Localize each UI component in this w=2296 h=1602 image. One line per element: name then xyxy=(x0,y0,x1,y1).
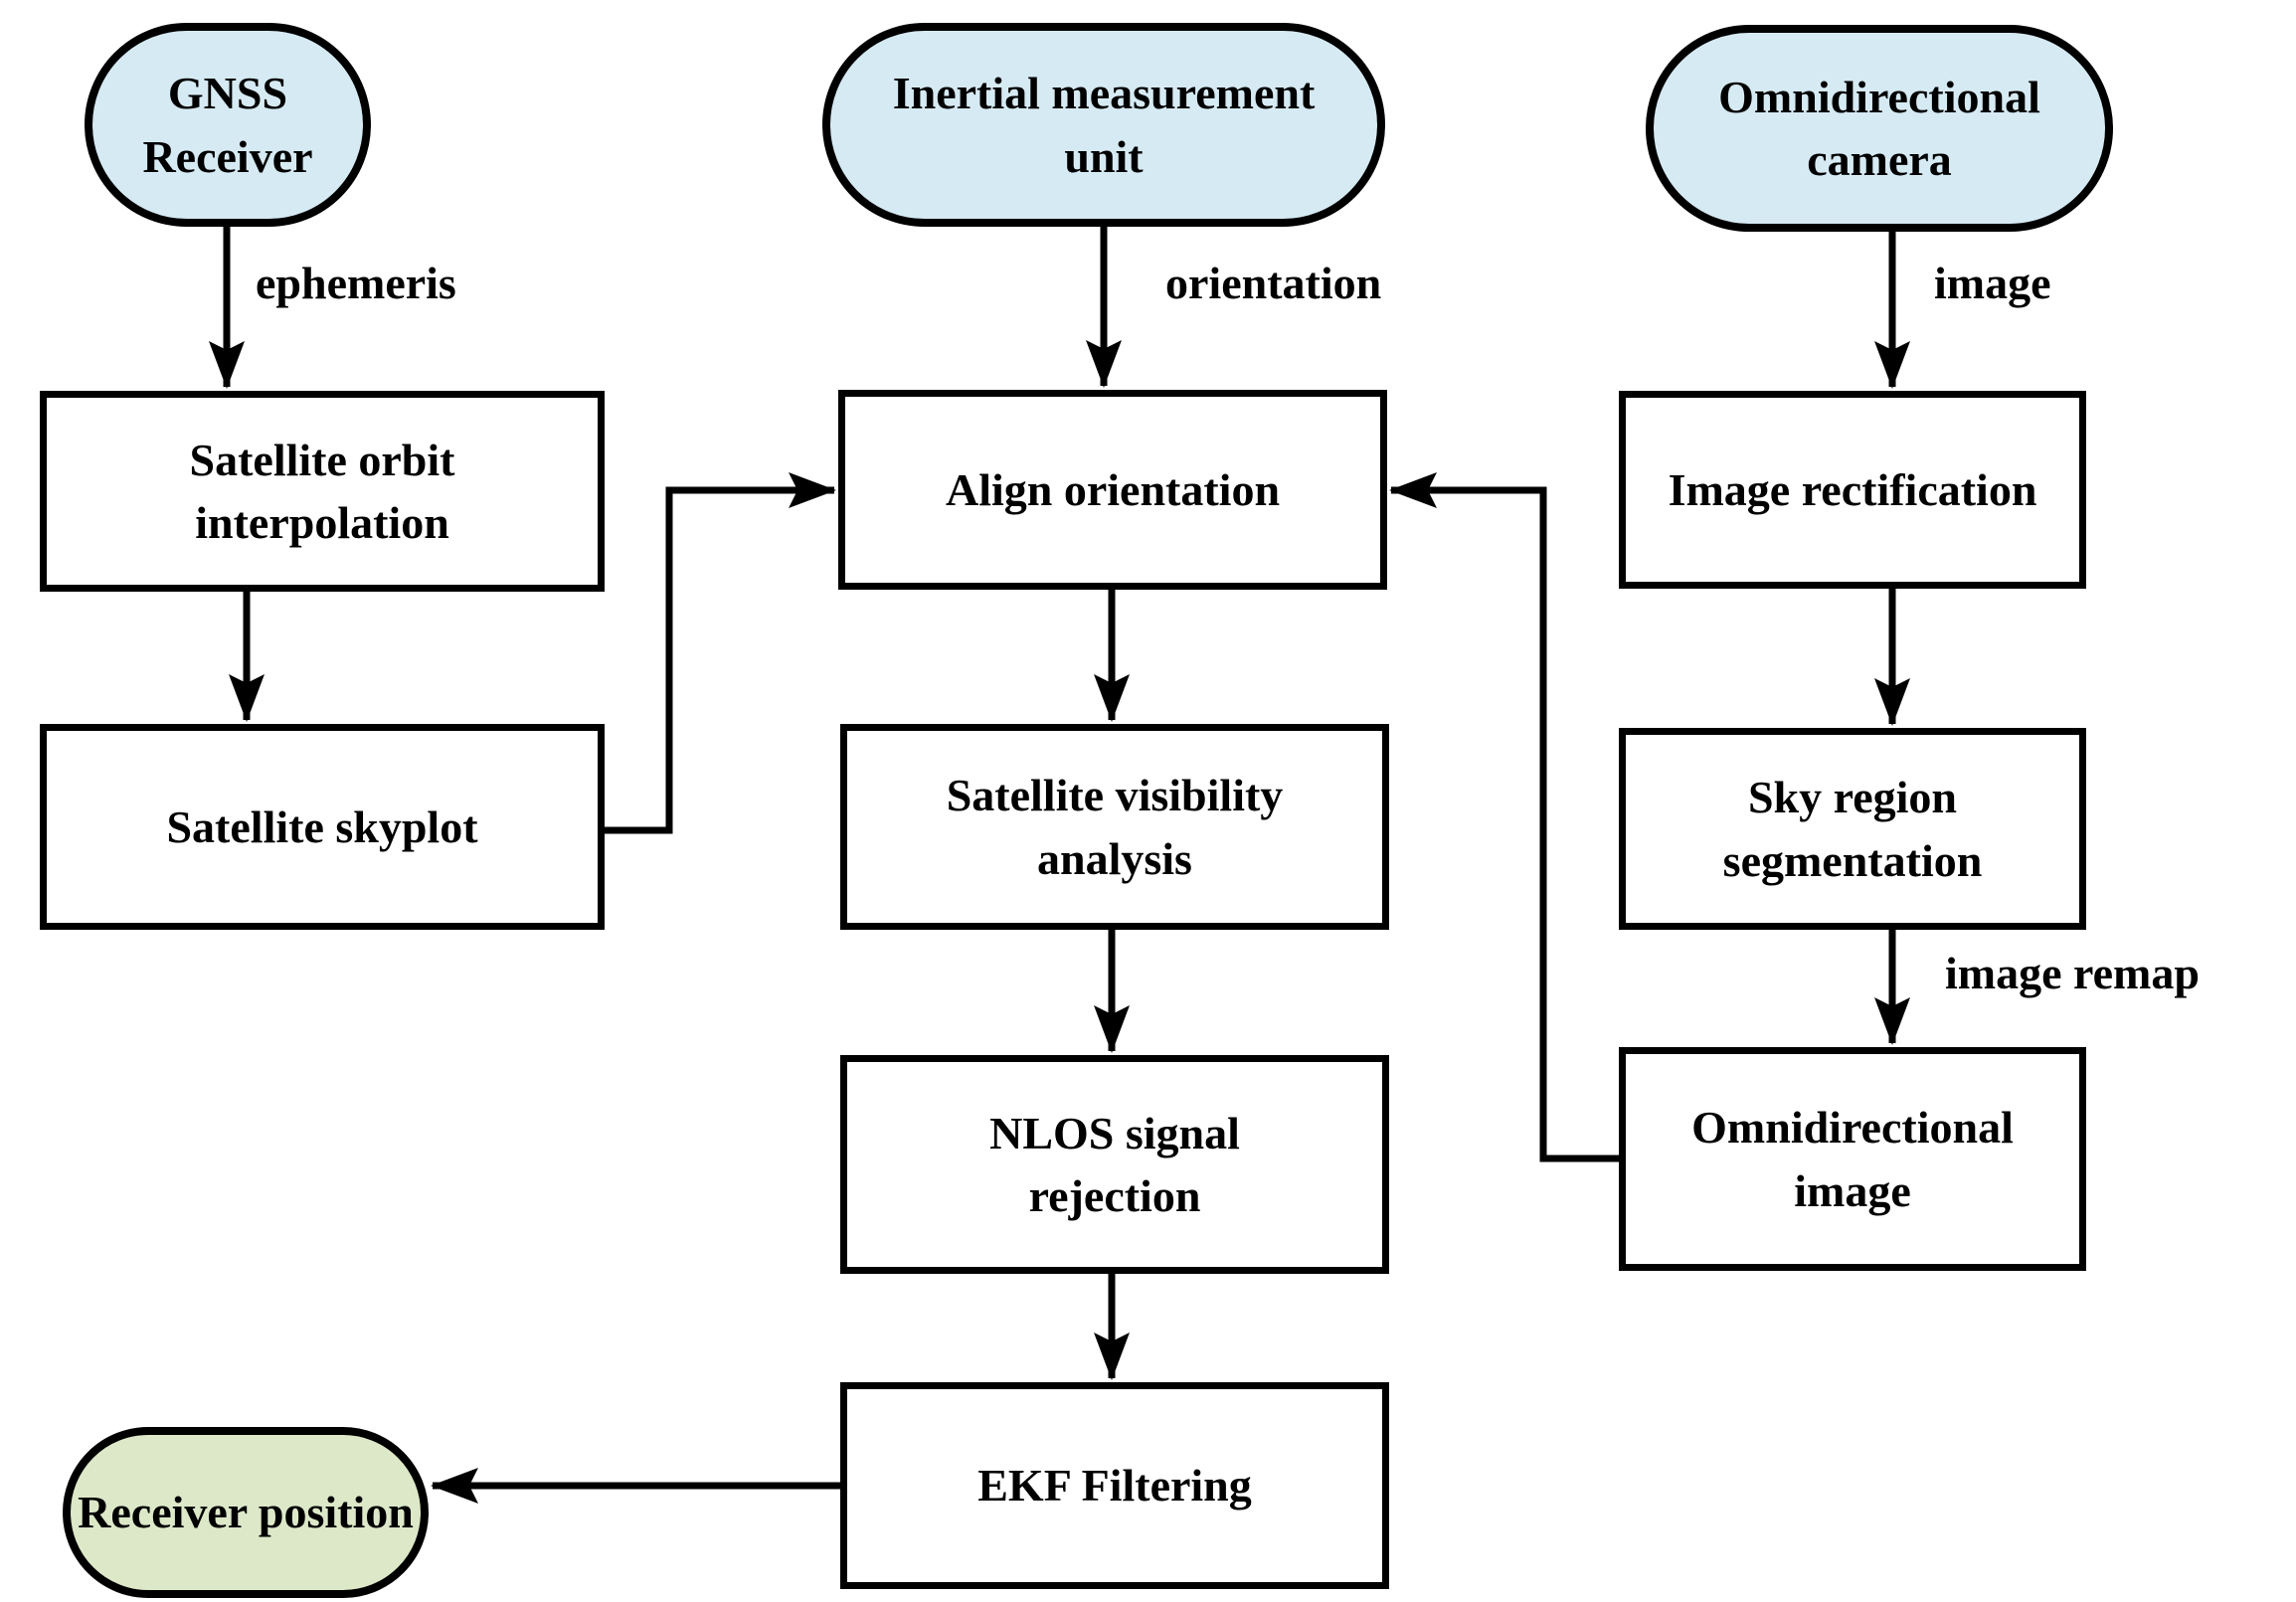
node-satellite-visibility-analysis-label: Satellite visibility analysis xyxy=(946,770,1284,884)
node-nlos-signal-rejection: NLOS signal rejection xyxy=(840,1055,1389,1274)
node-omnidirectional-image-label: Omnidirectional image xyxy=(1691,1102,2014,1216)
node-satellite-visibility-analysis: Satellite visibility analysis xyxy=(840,724,1389,930)
node-satellite-orbit-interpolation: Satellite orbit interpolation xyxy=(40,391,605,592)
node-receiver-position-label: Receiver position xyxy=(78,1487,414,1538)
node-ekf-filtering-label: EKF Filtering xyxy=(977,1460,1252,1512)
node-gnss-receiver: GNSS Receiver xyxy=(85,23,371,227)
node-inertial-measurement-unit-label: Inertial measurement unit xyxy=(892,68,1316,182)
edge-label-image-remap: image remap xyxy=(1945,948,2200,998)
node-nlos-signal-rejection-label: NLOS signal rejection xyxy=(989,1107,1240,1221)
node-satellite-orbit-interpolation-label: Satellite orbit interpolation xyxy=(189,434,455,548)
edge-label-image: image xyxy=(1934,258,2051,308)
edge-label-ephemeris: ephemeris xyxy=(256,258,456,308)
node-align-orientation-label: Align orientation xyxy=(945,463,1281,515)
node-omnidirectional-image: Omnidirectional image xyxy=(1619,1047,2086,1271)
edge-label-orientation: orientation xyxy=(1165,258,1382,308)
connector-skyplot-to-align xyxy=(605,472,836,834)
node-receiver-position: Receiver position xyxy=(63,1427,429,1598)
node-ekf-filtering: EKF Filtering xyxy=(840,1382,1389,1589)
node-sky-region-segmentation-label: Sky region segmentation xyxy=(1722,772,1983,886)
node-gnss-receiver-label: GNSS Receiver xyxy=(142,68,313,182)
node-omnidirectional-camera-label: Omnidirectional camera xyxy=(1718,71,2040,185)
node-align-orientation: Align orientation xyxy=(838,390,1387,590)
node-satellite-skyplot-label: Satellite skyplot xyxy=(166,801,478,852)
connector-omniimage-to-align xyxy=(1389,472,1619,1162)
node-inertial-measurement-unit: Inertial measurement unit xyxy=(822,23,1385,227)
node-image-rectification-label: Image rectification xyxy=(1668,463,2037,515)
node-sky-region-segmentation: Sky region segmentation xyxy=(1619,728,2086,930)
node-omnidirectional-camera: Omnidirectional camera xyxy=(1646,25,2113,232)
node-image-rectification: Image rectification xyxy=(1619,391,2086,589)
node-satellite-skyplot: Satellite skyplot xyxy=(40,724,605,930)
